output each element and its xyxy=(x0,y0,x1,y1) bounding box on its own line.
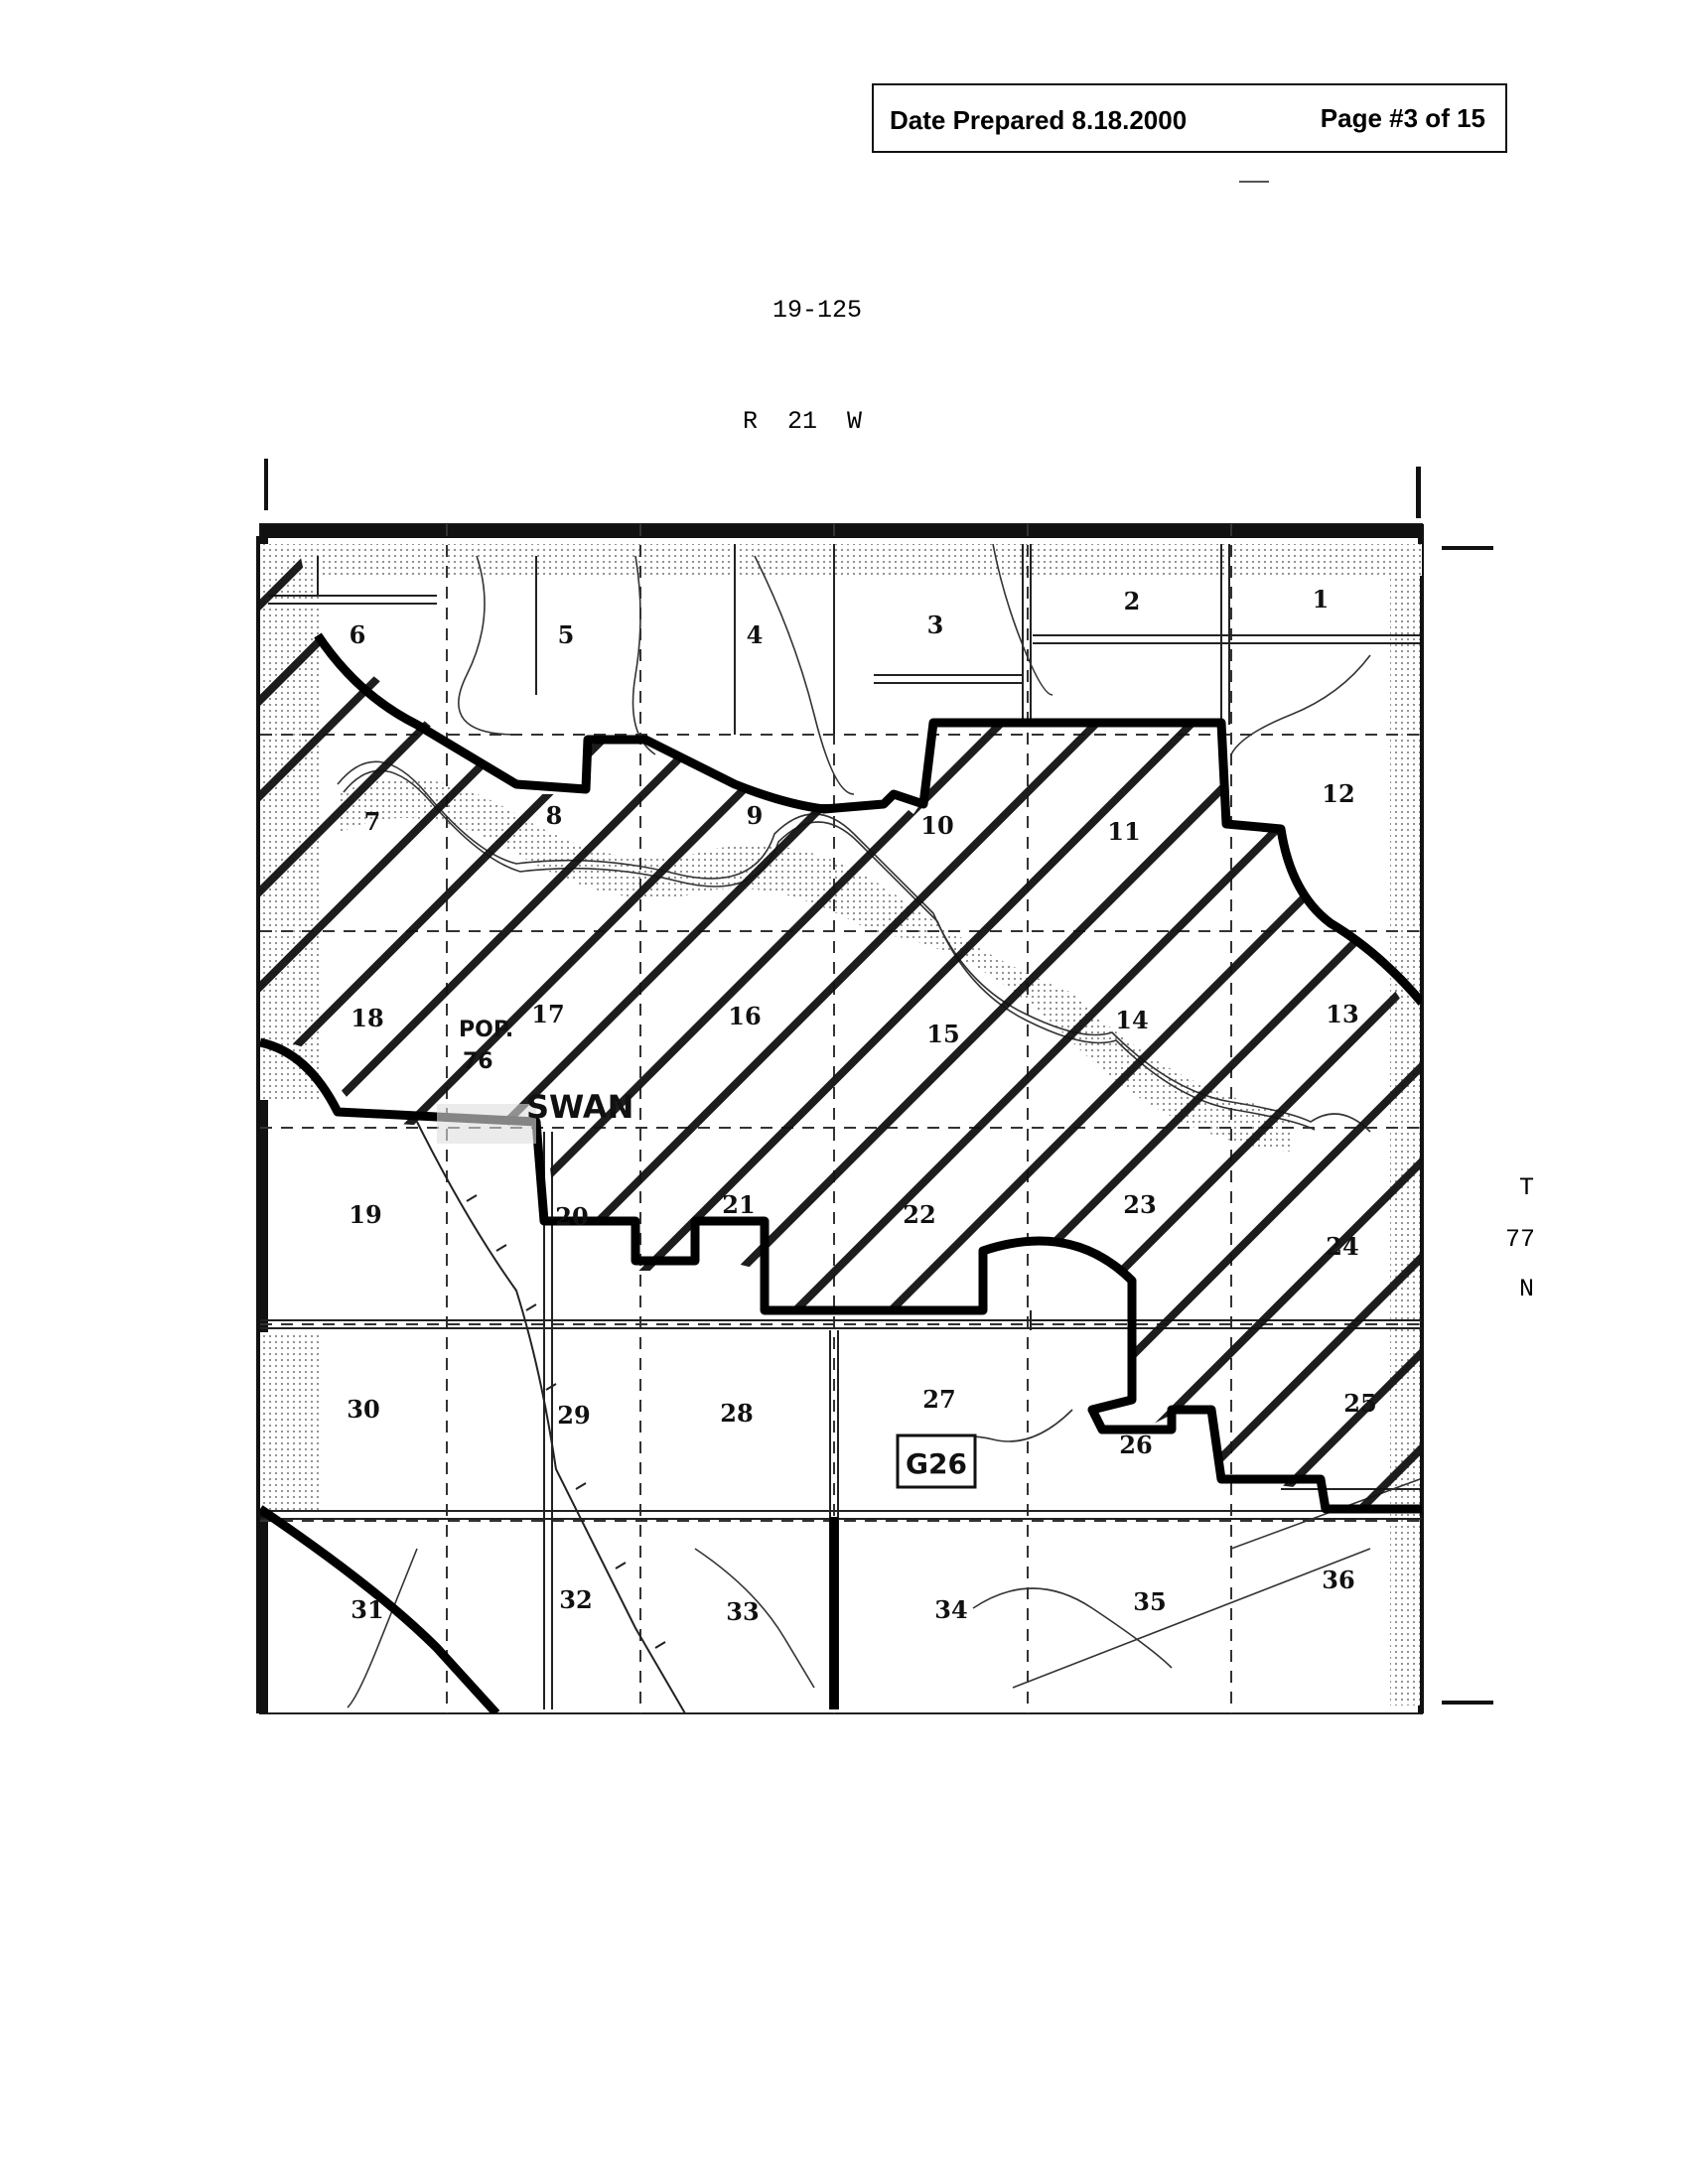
section-31: 31 xyxy=(351,1595,383,1624)
section-11: 11 xyxy=(1107,817,1140,846)
zone-boundary xyxy=(260,632,1422,1713)
section-23: 23 xyxy=(1123,1190,1156,1219)
zone-label-g26: G26 xyxy=(906,1447,967,1480)
section-26: 26 xyxy=(1119,1431,1152,1459)
section-9: 9 xyxy=(747,801,764,830)
section-7: 7 xyxy=(364,807,381,836)
section-21: 21 xyxy=(722,1190,755,1219)
section-4: 4 xyxy=(747,620,764,649)
section-24: 24 xyxy=(1326,1232,1358,1261)
section-25: 25 xyxy=(1343,1389,1376,1418)
section-33: 33 xyxy=(726,1597,759,1626)
section-14: 14 xyxy=(1115,1006,1148,1034)
railroad xyxy=(416,1121,686,1713)
section-28: 28 xyxy=(720,1399,753,1428)
section-36: 36 xyxy=(1322,1566,1354,1594)
place-labels: POP. 76 SWAN G26 xyxy=(437,1018,977,1489)
town-label-swan: SWAN xyxy=(526,1088,633,1126)
section-15: 15 xyxy=(926,1020,959,1048)
section-19: 19 xyxy=(349,1200,381,1229)
range-label: R 21 W xyxy=(743,407,863,436)
dash-mark xyxy=(1239,181,1269,183)
section-13: 13 xyxy=(1326,1000,1358,1028)
section-6: 6 xyxy=(350,620,366,649)
map-id: 19-125 xyxy=(772,296,863,325)
section-34: 34 xyxy=(934,1595,967,1624)
header-box: Date Prepared 8.18.2000 Page #3 of 15 xyxy=(872,83,1507,153)
section-35: 35 xyxy=(1133,1587,1166,1616)
range-tick-marks xyxy=(264,459,1493,1705)
page-number: Page #3 of 15 xyxy=(1320,103,1485,133)
population-value: 76 xyxy=(463,1049,493,1074)
section-16: 16 xyxy=(728,1002,761,1030)
section-numbers: 1 2 3 4 5 6 7 8 9 10 11 12 13 14 15 16 1… xyxy=(347,585,1376,1626)
township-n: N xyxy=(1519,1275,1535,1303)
section-1: 1 xyxy=(1313,585,1330,614)
township-t: T xyxy=(1519,1173,1535,1202)
section-18: 18 xyxy=(351,1004,383,1032)
section-2: 2 xyxy=(1124,587,1141,615)
section-17: 17 xyxy=(531,1000,564,1028)
section-27: 27 xyxy=(922,1385,955,1414)
section-30: 30 xyxy=(347,1395,379,1424)
section-8: 8 xyxy=(546,801,563,830)
population-label: POP. xyxy=(459,1018,513,1042)
section-29: 29 xyxy=(557,1401,590,1430)
section-5: 5 xyxy=(558,620,575,649)
hatched-zone xyxy=(260,544,1422,1509)
section-10: 10 xyxy=(920,811,953,840)
section-20: 20 xyxy=(555,1202,588,1231)
section-12: 12 xyxy=(1322,779,1354,808)
section-22: 22 xyxy=(903,1200,935,1229)
section-32: 32 xyxy=(559,1585,592,1614)
date-prepared: Date Prepared 8.18.2000 xyxy=(890,105,1188,135)
section-3: 3 xyxy=(927,611,944,639)
township-number: 77 xyxy=(1505,1225,1536,1254)
